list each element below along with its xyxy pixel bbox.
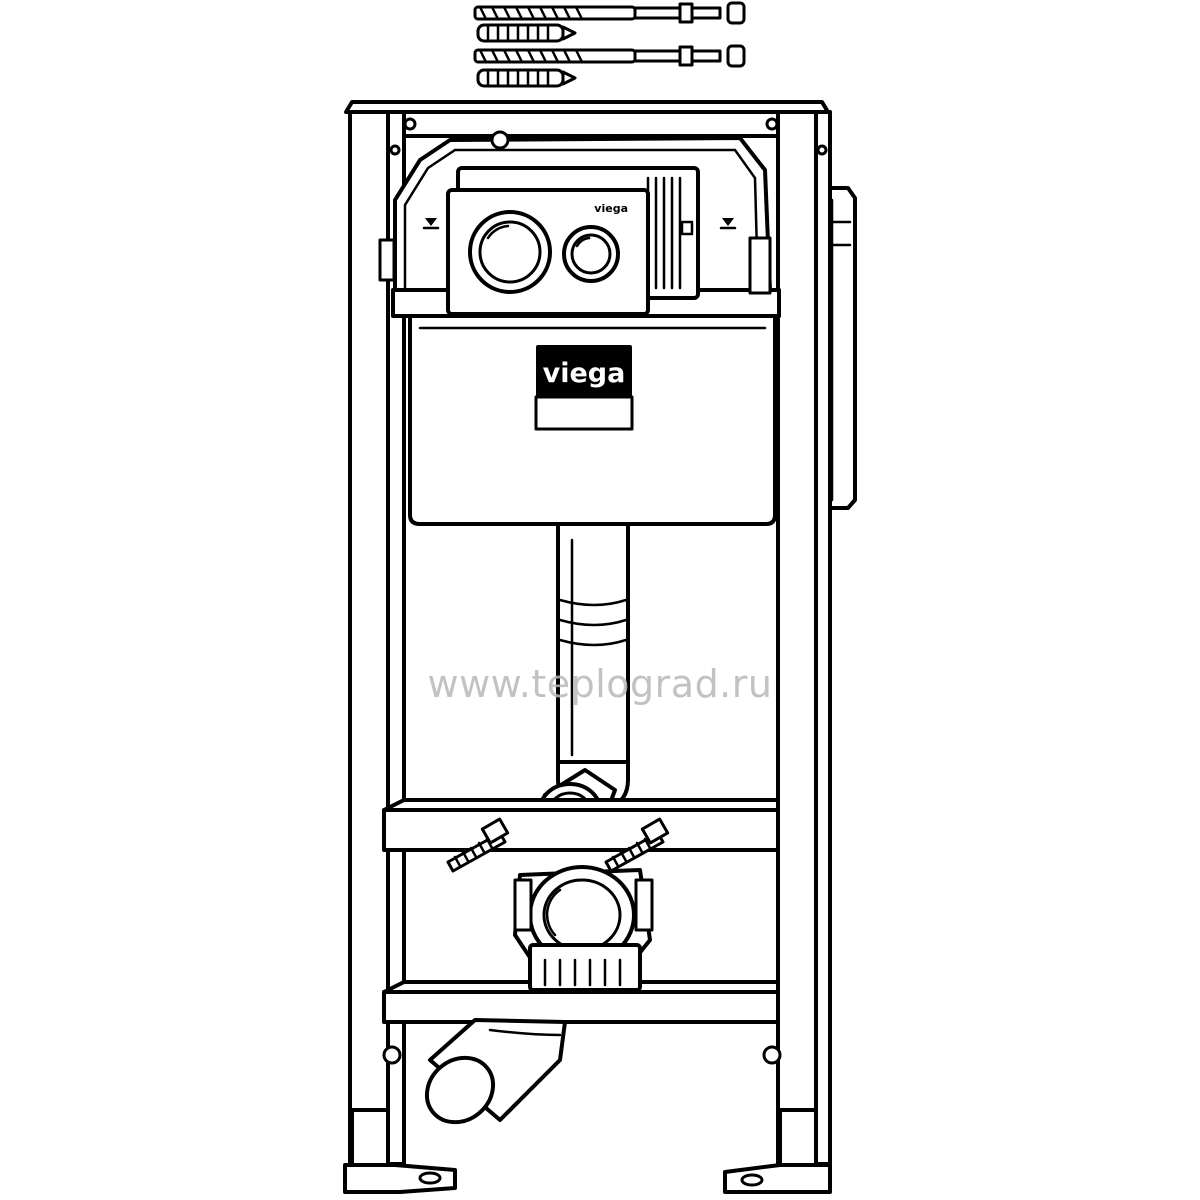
anchor-bottom bbox=[476, 68, 577, 88]
brand-plate: viega bbox=[534, 345, 634, 431]
wc-mounting-rod-right bbox=[604, 817, 670, 873]
bolt-left bbox=[382, 1045, 402, 1065]
frame-rail-upper bbox=[382, 798, 780, 852]
bolt-right bbox=[762, 1045, 782, 1065]
anchor-top bbox=[476, 23, 577, 43]
frame-top-rail bbox=[344, 100, 830, 156]
frame-foot-right bbox=[723, 1163, 832, 1194]
flush-button-large bbox=[468, 210, 552, 294]
screw-set-top bbox=[473, 1, 746, 25]
flush-button-small bbox=[562, 225, 620, 283]
flush-pipe bbox=[538, 522, 630, 838]
wc-mounting-rod-left bbox=[446, 817, 510, 873]
screw-set-bottom bbox=[473, 44, 746, 68]
flush-plate-brand-text: viega bbox=[594, 202, 628, 215]
waste-pipe bbox=[424, 1018, 567, 1125]
fixing-screws bbox=[473, 1, 746, 88]
frame-foot-left bbox=[343, 1163, 457, 1194]
frame-upright-right bbox=[776, 110, 832, 1167]
brand-logo-text: viega bbox=[543, 358, 626, 389]
waste-connector bbox=[513, 865, 654, 992]
flush-plate: viega bbox=[446, 166, 700, 316]
